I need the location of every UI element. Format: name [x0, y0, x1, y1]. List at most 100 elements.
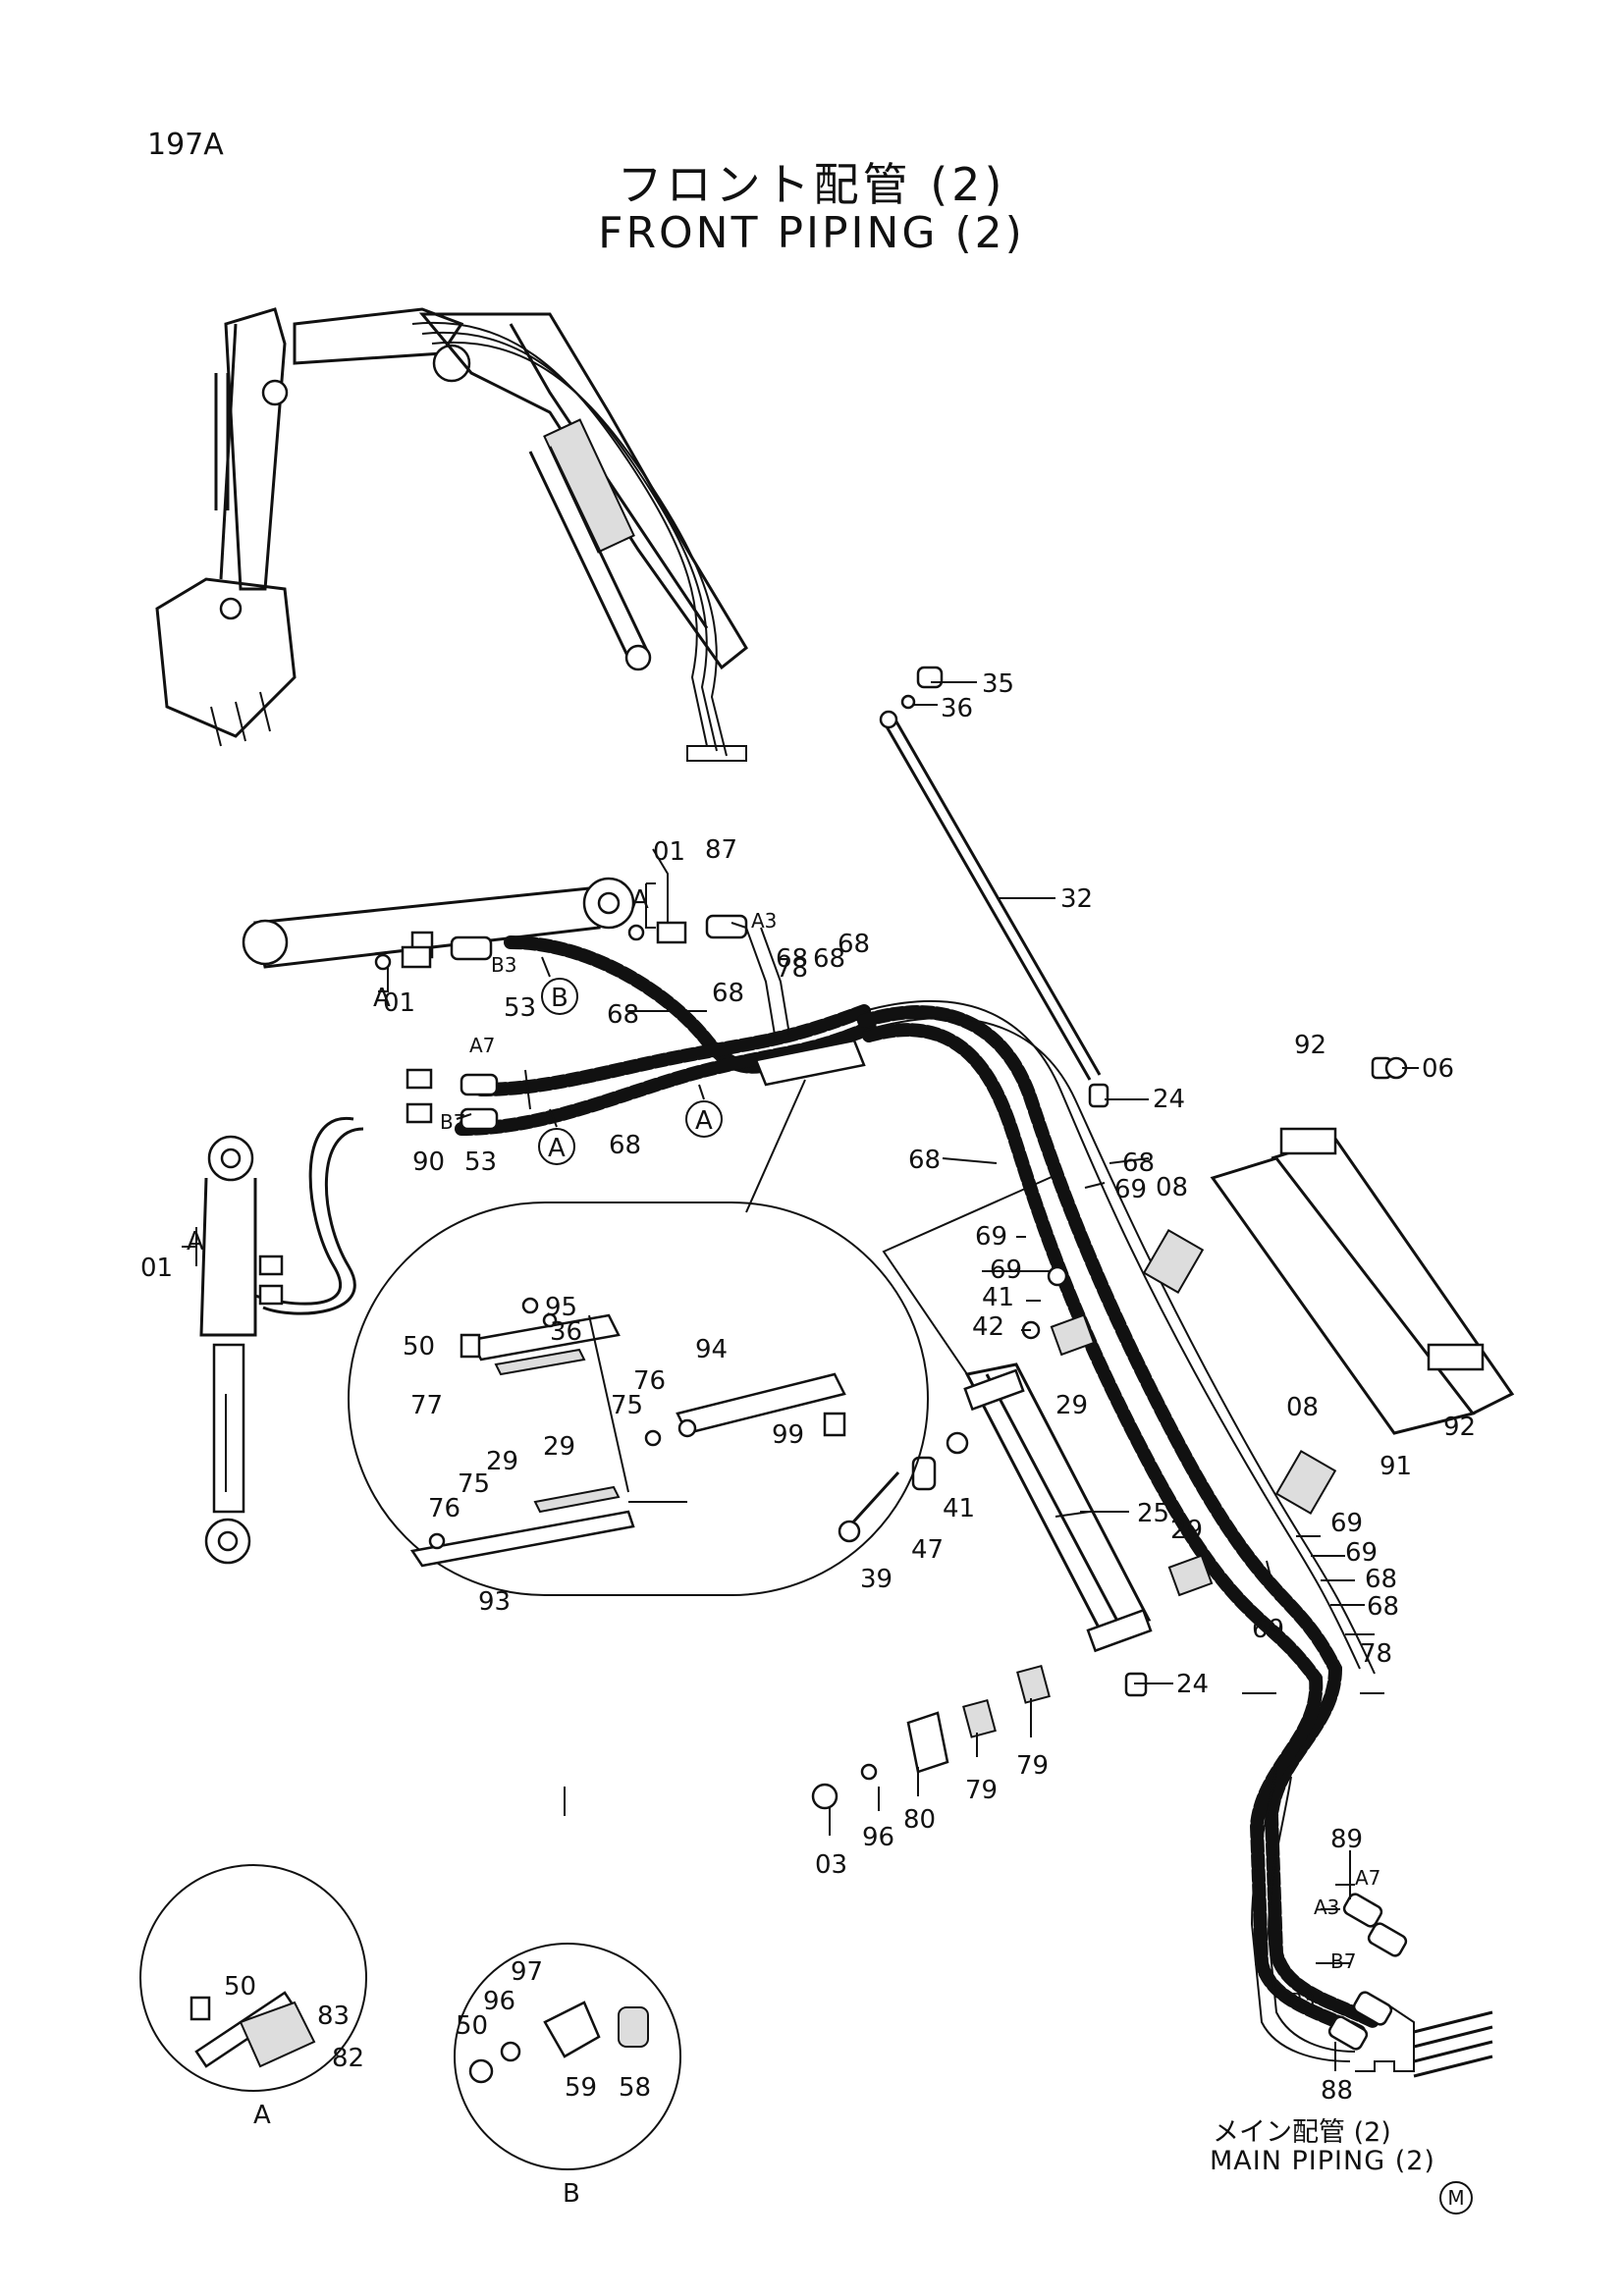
callout-69: 69	[1252, 1615, 1284, 1644]
port-label-b7: B7	[440, 1110, 465, 1134]
callout-69: 69	[975, 1222, 1007, 1252]
callout-79: 79	[1016, 1751, 1049, 1781]
callout-58: 58	[619, 2073, 651, 2103]
port-label-b3: B3	[1289, 1989, 1315, 2012]
callout-68: 68	[712, 979, 744, 1008]
callout-39: 39	[860, 1565, 893, 1594]
callouts: 35 36 32 24 06 92 92 91 08 08 01 87 01 0…	[140, 669, 1476, 2106]
callout-36: 36	[941, 694, 973, 723]
detail-label-a: A	[253, 2101, 271, 2130]
callout-82: 82	[332, 2044, 364, 2073]
callout-95: 95	[545, 1293, 577, 1322]
reference-marks: A A A B A A A B	[187, 885, 723, 2209]
blocks-08	[1142, 1228, 1337, 1516]
reference-english: MAIN PIPING (2)	[1210, 2146, 1435, 2176]
arm-cylinder	[199, 1116, 364, 1565]
bracket-25	[838, 1172, 1214, 1697]
callout-97: 97	[511, 1957, 543, 1987]
detail-circle-a	[139, 1864, 367, 2092]
boom-cylinder	[242, 877, 748, 971]
callout-99: 99	[772, 1420, 804, 1450]
port-labels: A3 B3 A7 B7 A7 A3 B7 B3	[440, 909, 1380, 2012]
callout-29: 29	[1170, 1516, 1203, 1545]
callout-68: 68	[776, 944, 808, 974]
port-label-b3: B3	[491, 953, 516, 977]
ref-bubble-a: A	[548, 1134, 566, 1163]
clamp-parts-lower	[811, 1664, 1051, 1810]
callout-75: 75	[458, 1469, 490, 1499]
callout-78: 78	[1360, 1639, 1392, 1669]
callout-93: 93	[478, 1587, 511, 1617]
callout-76: 76	[428, 1494, 460, 1523]
callout-24: 24	[1176, 1670, 1209, 1699]
callout-68: 68	[609, 1131, 641, 1160]
callout-25: 25	[1137, 1499, 1169, 1528]
callout-80: 80	[903, 1805, 936, 1835]
callout-59: 59	[565, 2073, 597, 2103]
excavator-overview	[155, 307, 748, 762]
detail-circle-b	[454, 1943, 681, 2170]
callout-36: 36	[550, 1317, 582, 1347]
callout-29: 29	[543, 1432, 575, 1462]
callout-01: 01	[140, 1254, 173, 1283]
callout-03: 03	[815, 1850, 847, 1880]
callout-68: 68	[607, 1000, 639, 1030]
callout-83: 83	[317, 2002, 350, 2031]
callout-91: 91	[1380, 1452, 1412, 1481]
callout-68: 68	[1367, 1592, 1399, 1622]
callout-94: 94	[695, 1335, 728, 1364]
callout-68: 68	[1122, 1148, 1155, 1178]
callout-01: 01	[383, 988, 415, 1018]
callout-47: 47	[911, 1535, 944, 1565]
callout-92: 92	[1443, 1413, 1476, 1442]
ref-mark-a: A	[631, 885, 649, 915]
ref-mark-a: A	[187, 1227, 204, 1256]
callout-79: 79	[965, 1776, 998, 1805]
callout-68: 68	[1365, 1565, 1397, 1594]
callout-29: 29	[486, 1447, 518, 1476]
detail-label-b: B	[563, 2179, 580, 2209]
callout-92: 92	[1294, 1031, 1326, 1060]
callout-69: 69	[1345, 1538, 1378, 1568]
callout-41: 41	[982, 1283, 1014, 1312]
callout-68: 68	[813, 944, 845, 974]
reference-japanese: メイン配管 (2)	[1213, 2117, 1391, 2148]
callout-68: 68	[908, 1146, 941, 1175]
callout-50: 50	[403, 1332, 435, 1362]
ref-bubble-b: B	[551, 984, 568, 1013]
callout-78: 78	[776, 954, 808, 984]
port-label-a7: A7	[1355, 1866, 1380, 1890]
callout-29: 29	[1055, 1391, 1088, 1420]
callout-01: 01	[653, 837, 685, 867]
callout-69: 69	[1114, 1175, 1147, 1204]
callout-41: 41	[943, 1494, 975, 1523]
callout-88: 88	[1321, 2076, 1353, 2106]
ref-mark-a: A	[373, 984, 391, 1013]
callout-42: 42	[972, 1312, 1004, 1342]
callout-87: 87	[705, 835, 737, 865]
callout-68: 68	[838, 930, 870, 959]
callout-53: 53	[504, 993, 536, 1023]
circled-mark: M	[1439, 2181, 1473, 2215]
ref-bubble-a: A	[695, 1106, 713, 1136]
callout-50: 50	[456, 2011, 488, 2041]
callout-69: 69	[990, 1255, 1022, 1285]
title-japanese: フロント配管 (2)	[617, 158, 1006, 211]
cover-plate	[1210, 1056, 1515, 1435]
callout-77: 77	[410, 1391, 443, 1420]
callout-69: 69	[1330, 1509, 1363, 1538]
callout-35: 35	[982, 669, 1014, 699]
port-label-b7: B7	[1330, 1949, 1356, 1973]
callout-08: 08	[1156, 1173, 1188, 1202]
detail-oval	[348, 1079, 929, 1596]
callout-06: 06	[1422, 1054, 1454, 1084]
title-english: FRONT PIPING (2)	[598, 208, 1025, 258]
port-label-a3: A3	[751, 909, 777, 933]
callout-76: 76	[633, 1366, 666, 1396]
callout-50: 50	[224, 1972, 256, 2002]
callout-89: 89	[1330, 1825, 1363, 1854]
port-label-a7: A7	[469, 1034, 495, 1057]
callout-90: 90	[412, 1148, 445, 1177]
callout-32: 32	[1060, 884, 1093, 914]
